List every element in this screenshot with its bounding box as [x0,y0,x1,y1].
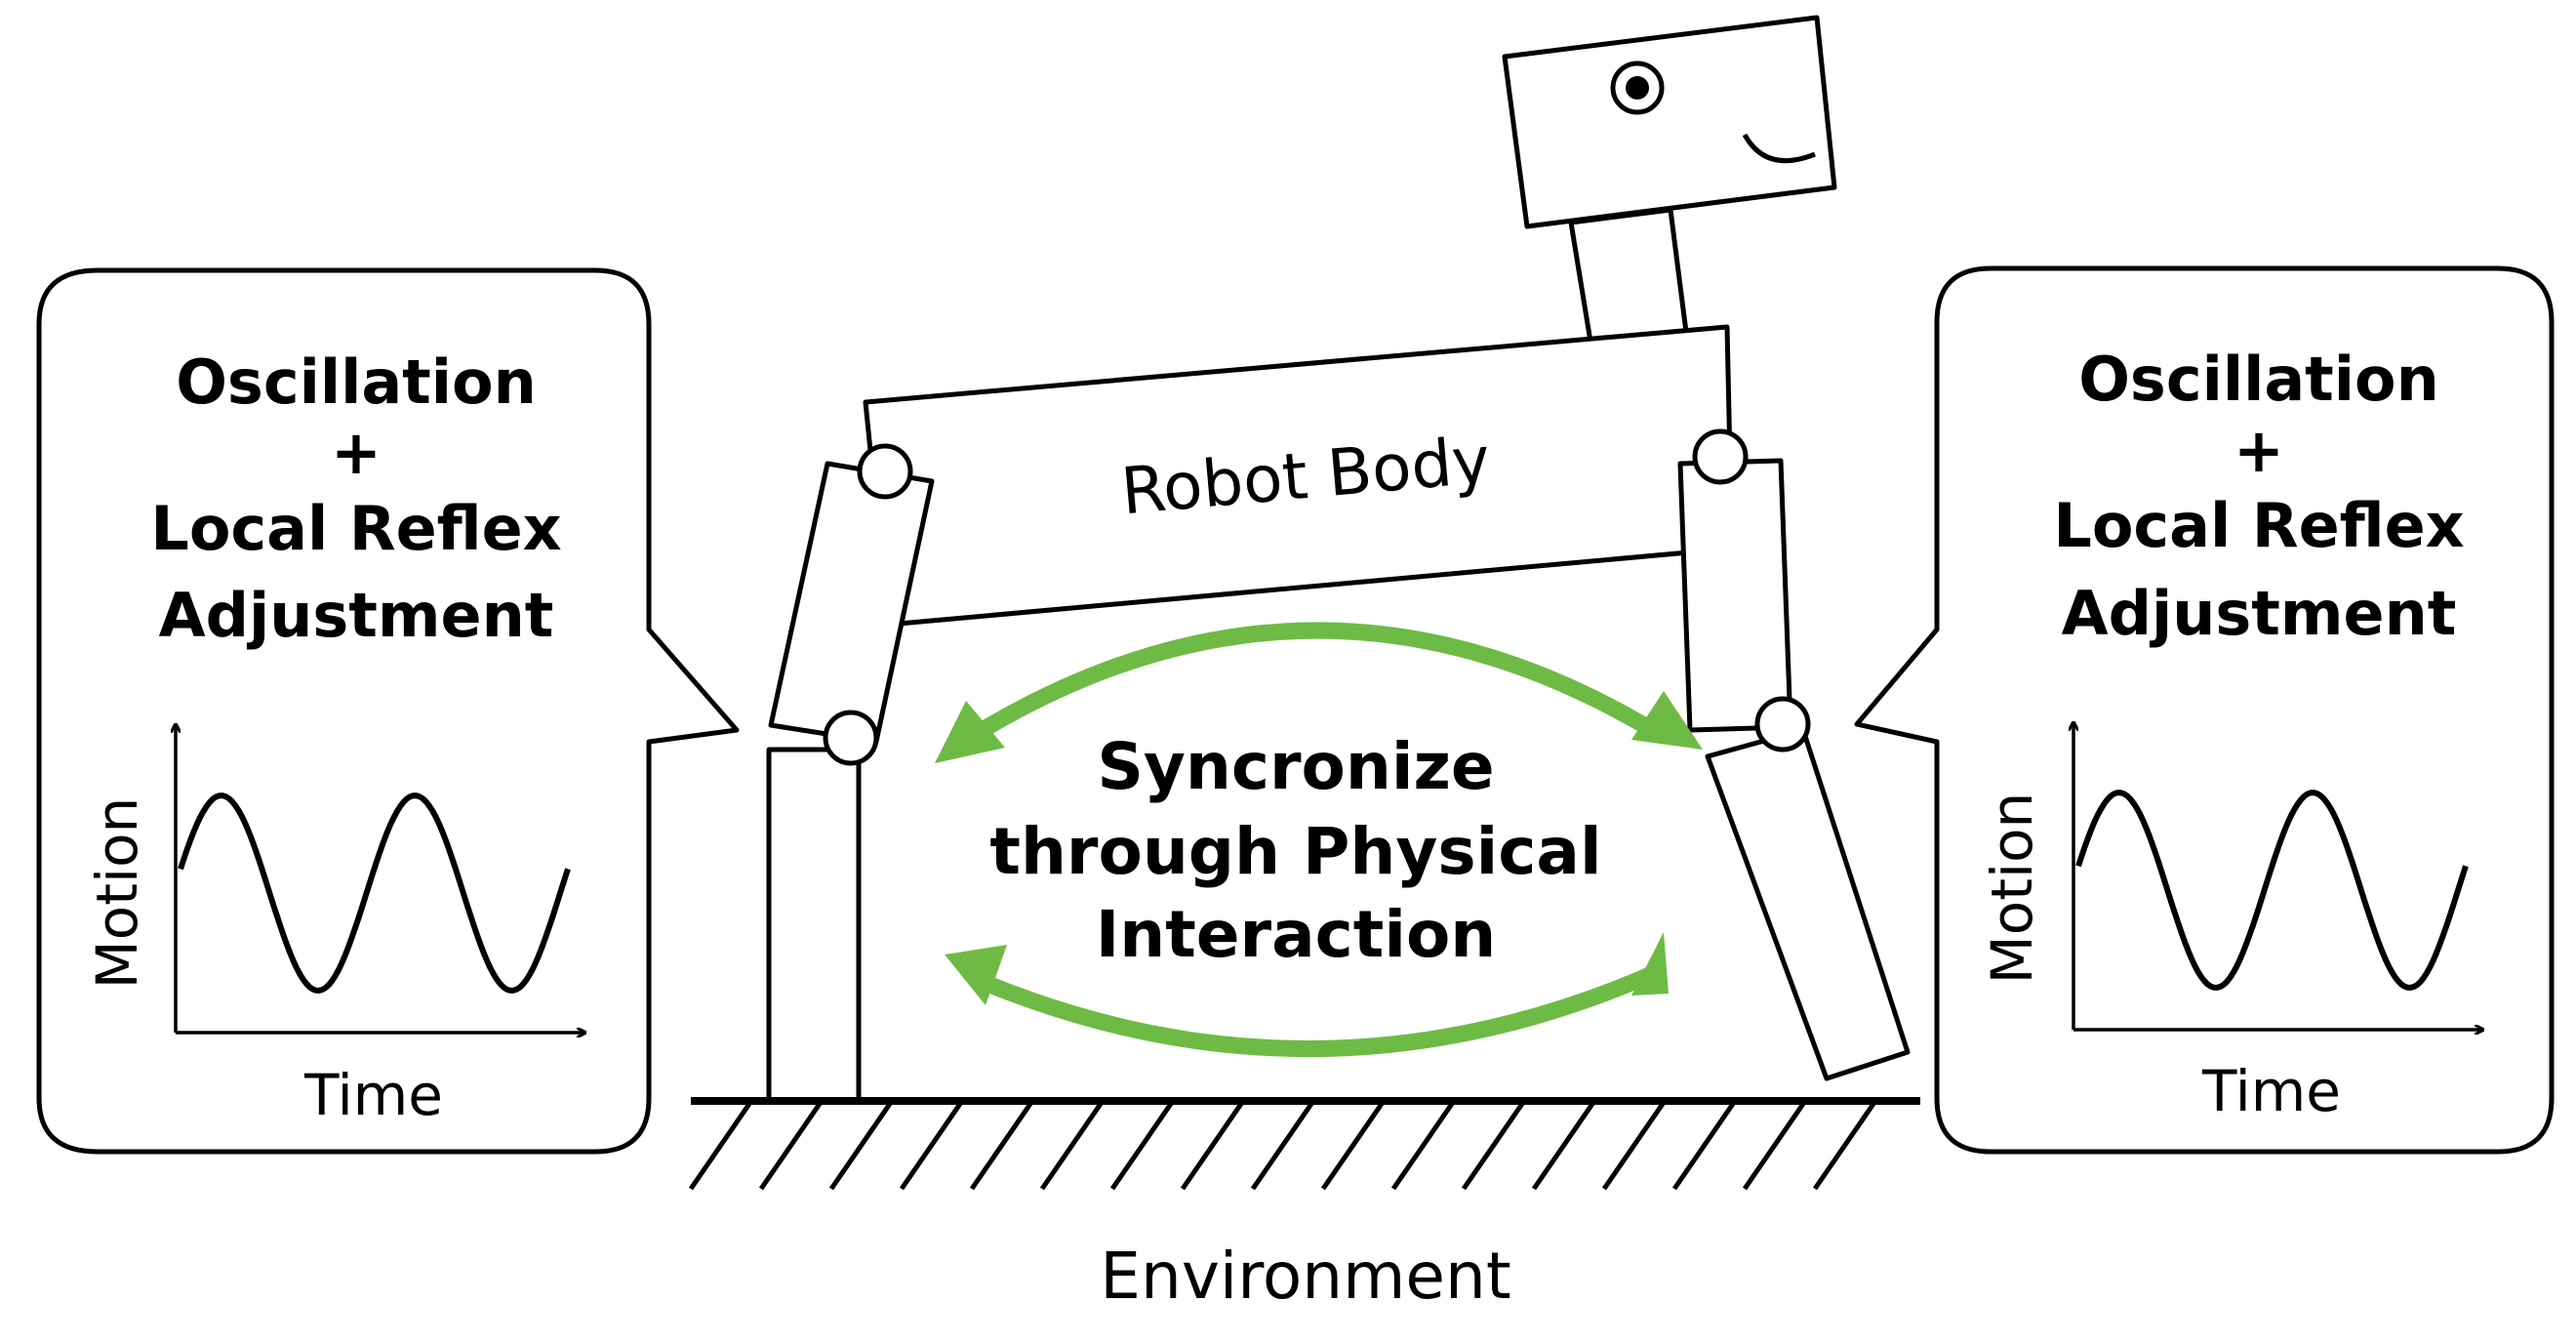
right-title-line-4: Adjustment [2062,578,2457,649]
ground-hatch-line [899,1099,965,1191]
ground [688,1097,1920,1191]
ground-hatch-line [1250,1099,1316,1191]
left-upper-leg [768,461,935,745]
smile-icon [1742,133,1816,164]
left-sine-curve [178,793,571,994]
sync-line-1: Syncronize [1097,729,1494,804]
ground-hatch-line [1742,1099,1808,1191]
left-lower-leg [766,747,862,1104]
upper-arrow-head-right [1631,691,1703,750]
ground-hatch-line [1180,1099,1246,1191]
right-y-axis-label: Motion [1979,793,2045,985]
left-x-axis-label: Time [303,1062,443,1128]
ground-hatch-line [758,1099,825,1191]
left-title-line-1: Oscillation [176,346,537,418]
left-title-line-3: Local Reflex [150,493,561,564]
ground-hatch-line [1531,1099,1597,1191]
ground-hatch-line [1390,1099,1457,1191]
right-knee-joint [1754,696,1811,752]
left-title-line-2: + [331,417,382,488]
right-x-axis-label: Time [2201,1058,2341,1124]
right-lower-leg [1705,727,1911,1081]
lower-arrow-head-left [945,945,1007,1005]
sync-arrows [935,622,1703,1057]
ground-hatch-line [688,1099,754,1191]
eye-icon [1610,61,1665,115]
ground-hatch-line [828,1099,895,1191]
lower-sync-arrow [972,963,1663,1057]
lower-arrow-head-right [1631,932,1669,996]
ground-hatch-line [1039,1099,1106,1191]
ground-hatch-line [1109,1099,1176,1191]
right-callout-panel: Oscillation + Local Reflex Adjustment Ti… [1854,265,2555,1155]
robot-head [1502,15,1837,229]
left-title-line-4: Adjustment [159,580,554,651]
left-hip-joint [857,443,913,500]
right-sine-curve [2075,790,2469,991]
right-title-line-2: + [2234,415,2284,486]
robot-neck [1568,207,1689,345]
left-callout-bubble [36,267,740,1155]
sync-line-3: Interaction [1096,897,1497,972]
right-title-line-1: Oscillation [2078,344,2439,415]
right-hip-joint [1692,428,1749,485]
left-sine-plot: Time Motion [84,724,585,1128]
right-upper-leg [1677,458,1793,733]
right-callout-bubble [1854,265,2555,1155]
sync-caption: Syncronize through Physical Interaction [989,729,1601,972]
sync-line-2: through Physical [989,814,1601,889]
ground-hatch-line [1812,1099,1878,1191]
left-knee-joint [823,710,879,766]
robot: Robot Body [766,15,1911,1104]
upper-sync-arrow [971,622,1664,742]
ground-hatch-line [1601,1099,1668,1191]
right-sine-plot: Time Motion [1979,722,2483,1124]
ground-hatching [688,1099,1878,1191]
ground-hatch-line [1671,1099,1738,1191]
ground-hatch-line [1461,1099,1527,1191]
upper-arrow-head-left [935,701,1005,763]
ground-hatch-line [969,1099,1035,1191]
left-y-axis-label: Motion [84,797,150,990]
ground-hatch-line [1320,1099,1387,1191]
left-callout-panel: Oscillation + Local Reflex Adjustment Ti… [36,267,740,1155]
right-title-line-3: Local Reflex [2053,490,2464,561]
environment-label: Environment [1100,1239,1510,1314]
